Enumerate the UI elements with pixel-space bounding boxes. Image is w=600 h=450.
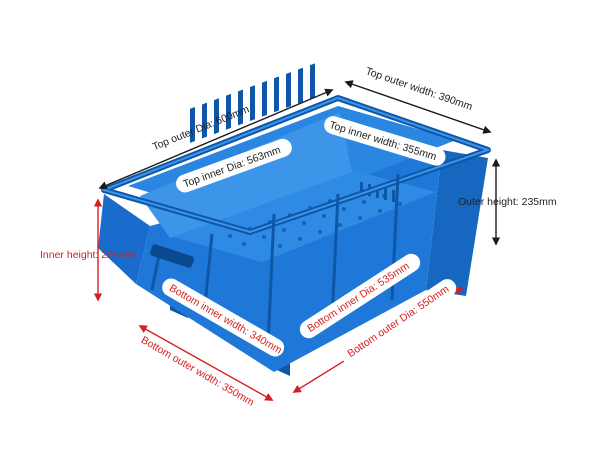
crate-left-wall bbox=[98, 194, 150, 284]
dim-top-outer-dia bbox=[98, 88, 334, 190]
label-outer-height: Outer height: 235mm bbox=[458, 196, 557, 208]
crate-right-wall bbox=[426, 150, 488, 296]
label-top-outer-width: Top outer width: 390mm bbox=[364, 65, 474, 113]
label-pills bbox=[162, 116, 457, 364]
plastic-crate bbox=[98, 63, 492, 376]
label-inner-height: Inner height: 225mm bbox=[40, 249, 137, 261]
dim-top-outer-width bbox=[344, 80, 492, 134]
crate-handle bbox=[150, 244, 194, 268]
dim-bottom-outer-width bbox=[138, 325, 274, 401]
